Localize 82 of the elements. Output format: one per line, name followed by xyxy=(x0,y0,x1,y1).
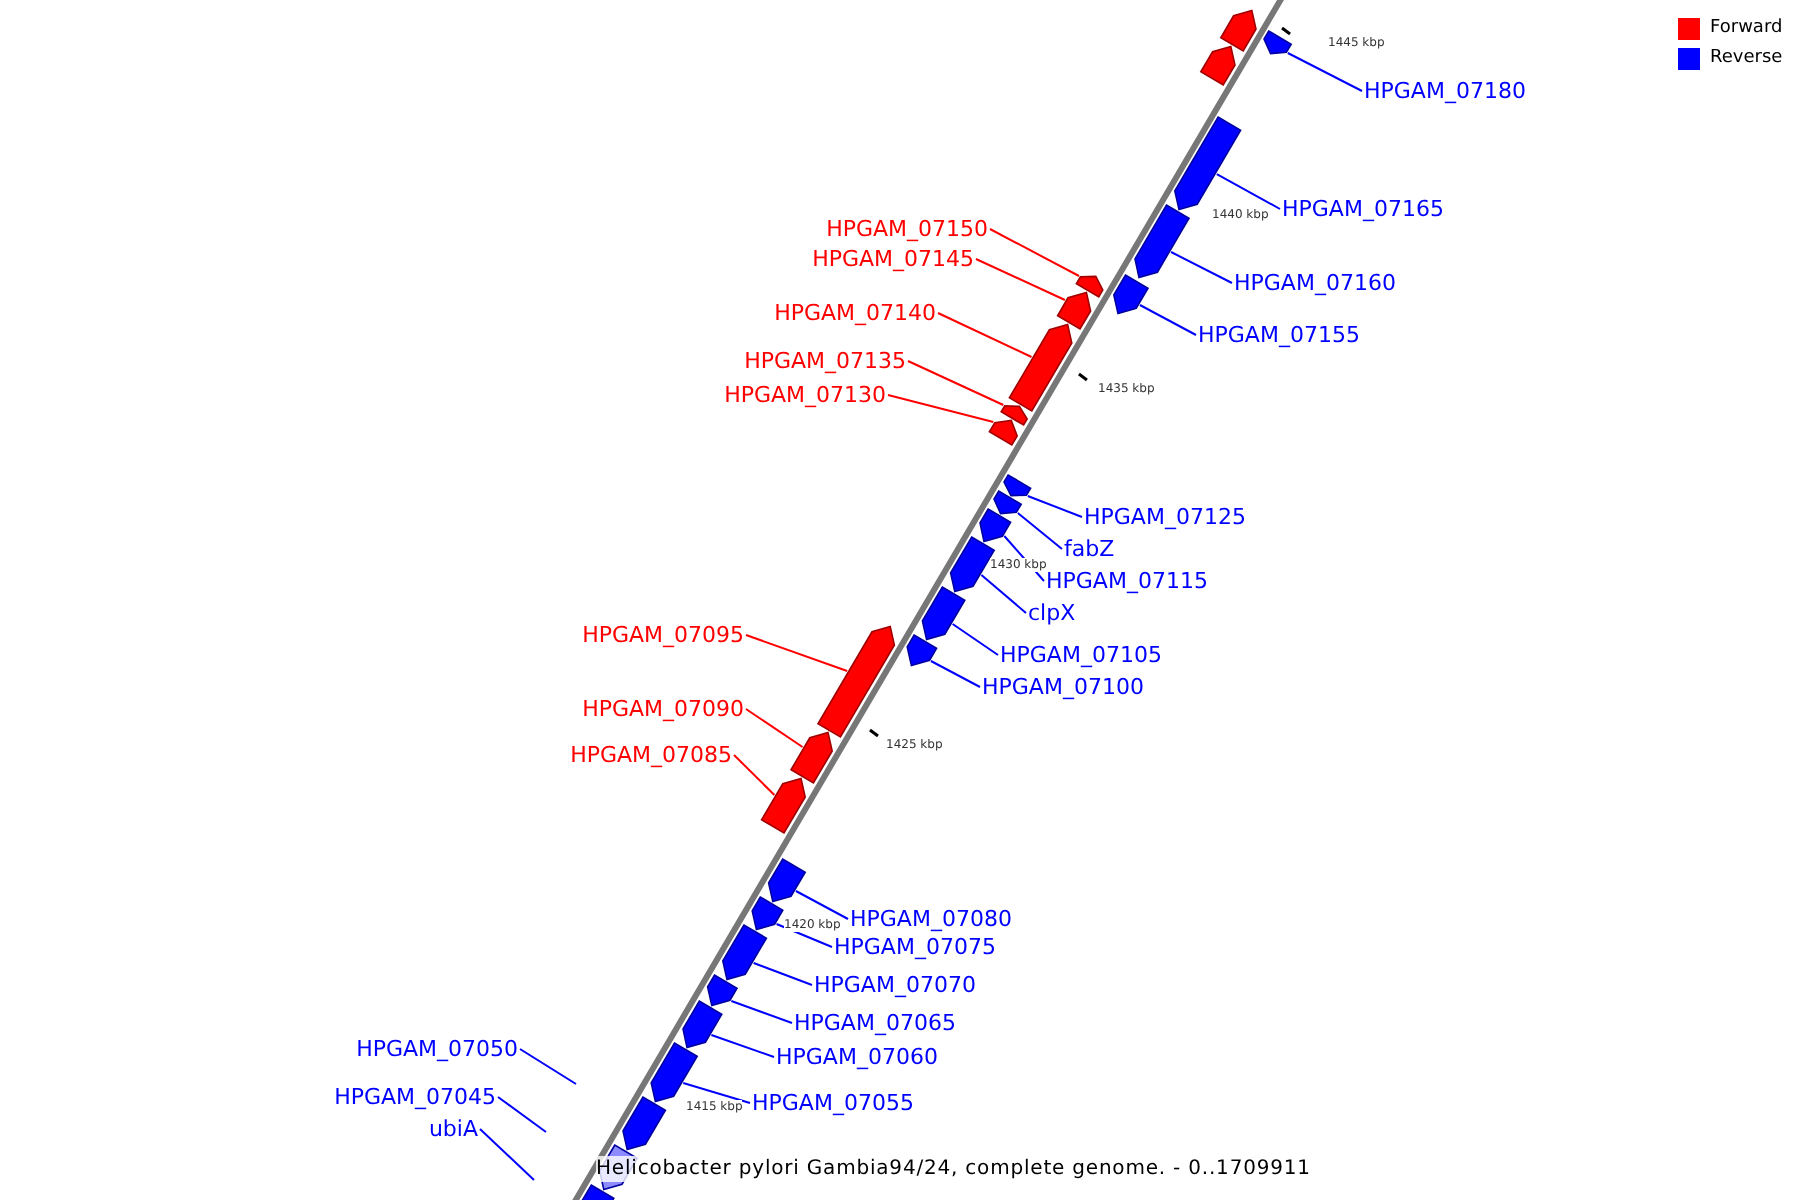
gene-label: HPGAM_07060 xyxy=(776,1044,938,1070)
leader-line xyxy=(929,660,981,688)
gene-label: HPGAM_07150 xyxy=(826,216,988,242)
legend-label: Reverse xyxy=(1710,46,1783,72)
gene-block xyxy=(1263,29,1293,55)
gene-block xyxy=(682,999,723,1049)
gene-label: HPGAM_07180 xyxy=(1364,78,1526,104)
gene-block xyxy=(721,923,768,981)
gene-block xyxy=(816,625,896,739)
gene-block xyxy=(767,857,807,903)
leader-line xyxy=(497,1096,547,1133)
gene-block xyxy=(1075,275,1104,299)
gene-block xyxy=(1219,9,1257,53)
gene-block xyxy=(751,895,784,931)
leader-line xyxy=(1215,173,1281,210)
gene-label: HPGAM_07155 xyxy=(1198,322,1360,348)
gene-block xyxy=(760,777,807,835)
leader-line xyxy=(907,360,1005,406)
leader-line xyxy=(730,1000,793,1024)
gene-label: clpX xyxy=(1028,600,1076,626)
leader-line xyxy=(775,923,833,948)
leader-line xyxy=(989,228,1081,277)
leader-line xyxy=(951,623,999,656)
gene-label: HPGAM_07050 xyxy=(356,1036,518,1062)
leader-line xyxy=(710,1034,775,1058)
gene-block xyxy=(650,1041,699,1103)
gene-block xyxy=(1000,405,1029,427)
gene-block xyxy=(789,731,834,785)
gene-block xyxy=(706,973,739,1007)
gene-block xyxy=(622,1095,667,1151)
gene-label: HPGAM_07080 xyxy=(850,906,1012,932)
gene-label: HPGAM_07130 xyxy=(724,382,886,408)
leader-line xyxy=(479,1128,535,1181)
leader-line xyxy=(733,754,776,796)
gene-block xyxy=(1199,45,1236,87)
gene-block xyxy=(1173,115,1242,211)
gene-block xyxy=(1112,273,1150,315)
gene-label: HPGAM_07065 xyxy=(794,1010,956,1036)
gene-label: fabZ xyxy=(1064,536,1115,562)
gene-block xyxy=(1003,473,1032,497)
gene-label: HPGAM_07145 xyxy=(812,246,974,272)
leader-line xyxy=(752,962,813,986)
gene-block xyxy=(993,489,1023,515)
leader-line xyxy=(1026,495,1083,518)
gene-label: HPGAM_07165 xyxy=(1282,196,1444,222)
leader-line xyxy=(682,1082,751,1104)
gene-label: HPGAM_07100 xyxy=(982,674,1144,700)
gene-block xyxy=(1008,323,1073,413)
gene-block xyxy=(1134,203,1191,279)
caption: Helicobacter pylori Gambia94/24, complete genome. - 0..1709911 xyxy=(596,1156,1311,1182)
leader-line xyxy=(975,258,1066,301)
gene-block xyxy=(979,507,1012,543)
leader-line xyxy=(519,1048,577,1085)
gene-label: HPGAM_07055 xyxy=(752,1090,914,1116)
gene-block xyxy=(921,585,966,641)
gene-label: HPGAM_07125 xyxy=(1084,504,1246,530)
leader-line xyxy=(1286,52,1363,92)
gene-label: HPGAM_07075 xyxy=(834,934,996,960)
leader-line xyxy=(1016,512,1063,550)
leader-line xyxy=(745,708,804,748)
gene-label: HPGAM_07140 xyxy=(774,300,936,326)
leader-line xyxy=(887,394,995,423)
gene-label: HPGAM_07115 xyxy=(1046,568,1208,594)
leader-line xyxy=(1170,251,1233,284)
gene-label: HPGAM_07160 xyxy=(1234,270,1396,296)
gene-block xyxy=(906,633,938,667)
gene-label: HPGAM_07135 xyxy=(744,348,906,374)
leader-line xyxy=(980,574,1027,614)
leader-line xyxy=(1138,304,1197,336)
gene-block xyxy=(988,419,1019,447)
gene-label: ubiA xyxy=(428,1116,478,1142)
gene-label: HPGAM_07095 xyxy=(582,622,744,648)
gene-label: HPGAM_07085 xyxy=(570,742,732,768)
gene-block xyxy=(1056,291,1092,331)
leader-line xyxy=(794,890,849,920)
legend-label: Forward xyxy=(1710,16,1783,42)
gene-label: HPGAM_07105 xyxy=(1000,642,1162,668)
gene-label: HPGAM_07070 xyxy=(814,972,976,998)
leader-line xyxy=(745,634,849,672)
leader-line xyxy=(937,312,1033,358)
gene-label: HPGAM_07090 xyxy=(582,696,744,722)
gene-label: HPGAM_07045 xyxy=(334,1084,496,1110)
